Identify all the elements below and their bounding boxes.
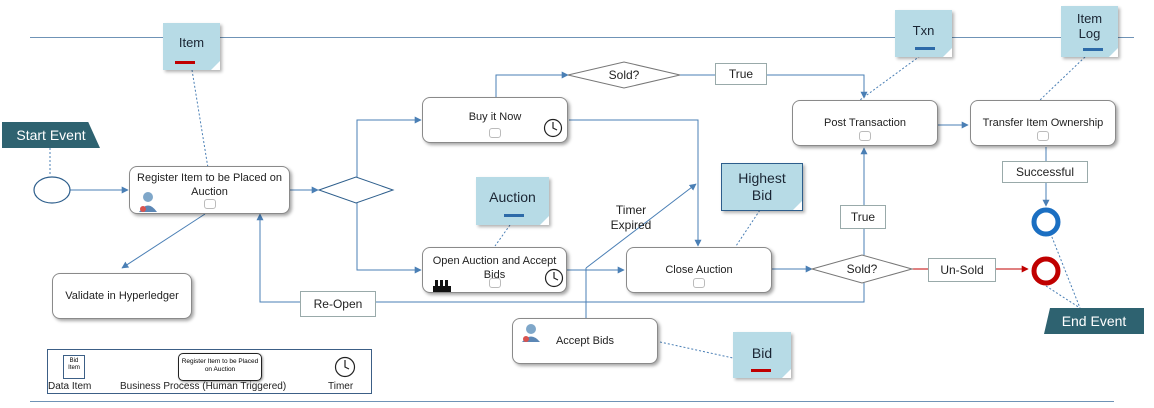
subprocess-marker bbox=[859, 131, 871, 141]
edge-label-timer-expired: Timer Expired bbox=[610, 203, 652, 232]
lane-top-line bbox=[30, 37, 1134, 38]
flow-buynow-soldtop bbox=[495, 71, 569, 97]
gateway-sold-top-label: Sold? bbox=[608, 68, 640, 82]
task-register-item[interactable]: Register Item to be Placed on Auction bbox=[129, 166, 290, 214]
subprocess-marker bbox=[488, 278, 501, 288]
assoc-item bbox=[191, 69, 209, 169]
task-accept-bids-label: Accept Bids bbox=[555, 335, 615, 347]
data-item-item[interactable]: Item bbox=[163, 23, 220, 70]
edge-label-successful: Successful bbox=[1002, 161, 1088, 183]
gateway-sold-bottom bbox=[810, 254, 914, 284]
user-icon bbox=[139, 192, 157, 212]
data-item-txn-label: Txn bbox=[912, 23, 935, 38]
auction-icon bbox=[433, 280, 451, 292]
data-item-highest-bid[interactable]: Highest Bid bbox=[721, 163, 803, 211]
blue-arrow-icon bbox=[504, 214, 524, 217]
legend-data-item-icon-text: Bid Item bbox=[68, 358, 80, 371]
task-buy-it-now[interactable]: Buy it Now bbox=[422, 97, 568, 143]
assoc-bid bbox=[659, 341, 734, 359]
data-item-bid[interactable]: Bid bbox=[733, 332, 791, 378]
data-item-item-label: Item bbox=[178, 35, 205, 50]
data-item-auction-label: Auction bbox=[489, 189, 536, 205]
data-item-auction[interactable]: Auction bbox=[476, 177, 549, 225]
exclusive-gateway bbox=[317, 176, 395, 204]
flow-soldtop-post bbox=[680, 74, 868, 99]
edge-label-reopen: Re-Open bbox=[300, 291, 376, 317]
flow-gateway-buynow bbox=[356, 116, 422, 177]
data-item-highest-bid-label: Highest Bid bbox=[738, 170, 786, 203]
data-item-bid-label: Bid bbox=[751, 345, 773, 361]
blue-arrow-icon bbox=[1083, 48, 1103, 51]
assoc-highestbid bbox=[735, 206, 763, 247]
task-buy-it-now-label: Buy it Now bbox=[468, 111, 522, 123]
task-transfer-label: Transfer Item Ownership bbox=[982, 117, 1104, 129]
assoc-end-unsold bbox=[1045, 285, 1081, 309]
legend-bp-icon-text: Register Item to be Placed on Auction bbox=[181, 358, 259, 373]
subprocess-marker bbox=[693, 278, 705, 288]
flow-gateway-open bbox=[356, 203, 422, 274]
end-event-unsold bbox=[1031, 256, 1061, 286]
edge-label-true-right: True bbox=[840, 205, 886, 229]
task-accept-bids[interactable]: Accept Bids bbox=[512, 318, 658, 364]
assoc-end-success bbox=[1045, 221, 1081, 309]
assoc-txn bbox=[859, 55, 921, 101]
subprocess-marker bbox=[1037, 131, 1049, 141]
lane-bottom-line bbox=[30, 401, 1114, 402]
blue-arrow-icon bbox=[915, 47, 935, 50]
data-item-item-log-label: Item Log bbox=[1076, 11, 1103, 41]
task-open-auction[interactable]: Open Auction and Accept Bids bbox=[422, 247, 567, 293]
legend: Bid Item Data Item Register Item to be P… bbox=[47, 349, 372, 394]
timer-icon bbox=[543, 118, 563, 138]
edge-label-true-top: True bbox=[715, 63, 767, 85]
end-event-success bbox=[1031, 207, 1061, 237]
task-validate-label: Validate in Hyperledger bbox=[65, 290, 179, 302]
red-arrow-icon bbox=[751, 369, 771, 372]
task-close-auction-label: Close Auction bbox=[665, 264, 733, 276]
flow-timer-expired bbox=[585, 184, 696, 318]
legend-bp-icon: Register Item to be Placed on Auction bbox=[178, 353, 262, 381]
legend-data-item-label: Data Item bbox=[48, 381, 92, 392]
edge-label-unsold: Un-Sold bbox=[928, 258, 996, 282]
task-close-auction[interactable]: Close Auction bbox=[626, 247, 772, 293]
assoc-auction bbox=[494, 224, 511, 247]
flow-buynow-close bbox=[569, 119, 702, 247]
gateway-sold-top bbox=[567, 61, 681, 89]
data-item-item-log[interactable]: Item Log bbox=[1061, 6, 1118, 57]
legend-data-item-icon: Bid Item bbox=[63, 355, 85, 379]
legend-business-process-label: Business Process (Human Triggered) bbox=[120, 381, 287, 392]
task-validate-hyperledger[interactable]: Validate in Hyperledger bbox=[52, 273, 192, 319]
data-item-txn[interactable]: Txn bbox=[895, 10, 952, 57]
legend-timer-label: Timer bbox=[328, 381, 354, 392]
red-arrow-icon bbox=[175, 61, 195, 64]
user-icon bbox=[522, 324, 540, 342]
task-post-transaction-label: Post Transaction bbox=[824, 117, 906, 129]
flow-reopen bbox=[256, 213, 865, 303]
start-event-circle bbox=[33, 176, 71, 204]
legend-timer-icon bbox=[334, 356, 356, 378]
assoc-itemlog bbox=[1039, 56, 1086, 101]
flow-register-validate bbox=[121, 213, 206, 269]
task-register-item-label: Register Item to be Placed on Auction bbox=[137, 172, 282, 198]
start-event-flag: Start Event bbox=[2, 122, 100, 148]
gateway-sold-bottom-label: Sold? bbox=[846, 262, 878, 276]
task-transfer-ownership[interactable]: Transfer Item Ownership bbox=[970, 100, 1116, 146]
subprocess-marker bbox=[489, 128, 501, 138]
timer-icon bbox=[544, 268, 564, 288]
task-post-transaction[interactable]: Post Transaction bbox=[792, 100, 938, 146]
end-event-flag: End Event bbox=[1044, 308, 1144, 334]
subprocess-marker bbox=[203, 199, 216, 209]
